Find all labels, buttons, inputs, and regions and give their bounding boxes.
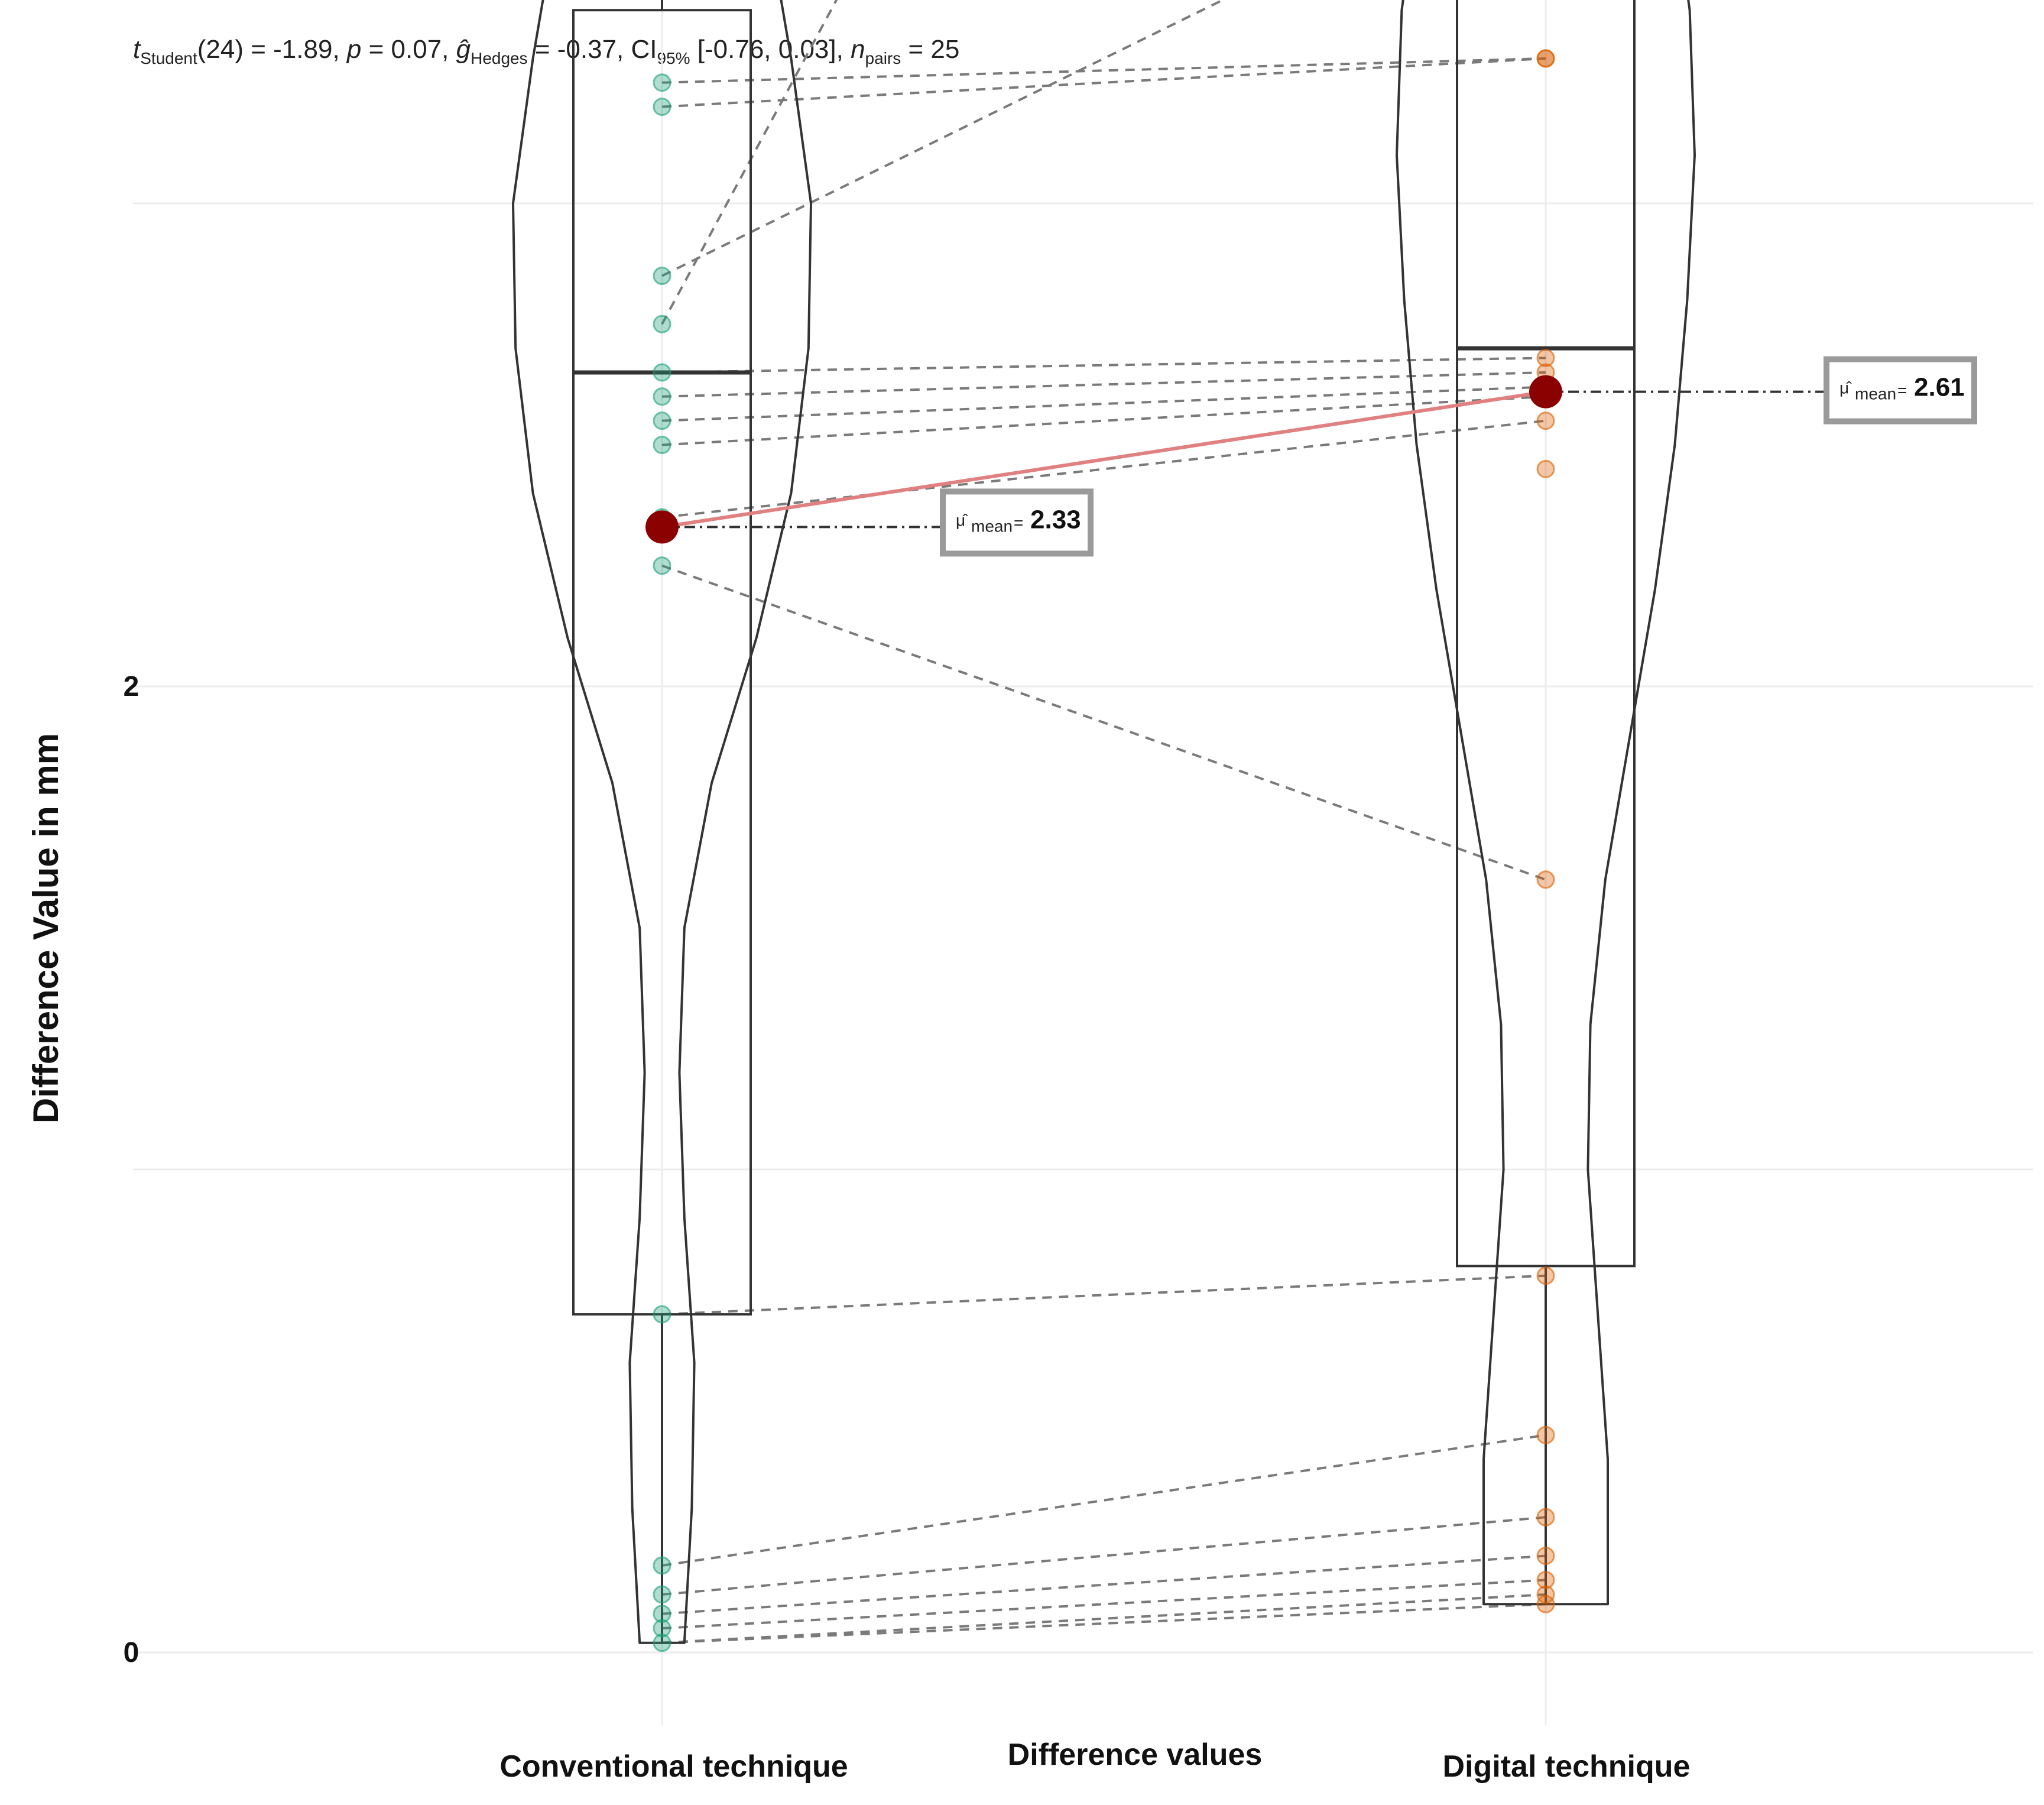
data-point [653, 363, 671, 382]
stat-t-rest: (24) = -1.89, [197, 35, 347, 64]
boxplots [572, 0, 1636, 1643]
data-point [1536, 1547, 1555, 1566]
paired-line [661, 1554, 1546, 1615]
paired-line [661, 1274, 1546, 1316]
mean-point [645, 510, 679, 544]
stat-t-label: t [133, 35, 141, 64]
data-point [653, 1556, 671, 1575]
data-point [1536, 459, 1555, 478]
data-point [1536, 1266, 1555, 1285]
data-point [1536, 870, 1555, 889]
data-point [653, 267, 671, 286]
stat-n-rest: = 25 [901, 35, 959, 64]
data-point [653, 98, 671, 116]
mean-label-equals: = [1897, 381, 1907, 400]
paired-line [661, 1516, 1546, 1596]
data-point [1536, 1425, 1555, 1444]
data-points [653, 49, 1555, 1652]
x-tick-label: Conventional technique [499, 1749, 848, 1784]
paired-lines [661, 0, 1546, 1644]
data-point [653, 1634, 671, 1652]
box [1456, 0, 1636, 1268]
mean-label-value: 2.33 [1030, 505, 1081, 534]
stat-g-rest: = -0.37, CI [528, 35, 657, 64]
violin-1 [1396, 0, 1696, 1606]
stat-g-sub: Hedges [471, 49, 528, 67]
stat-p-rest: = 0.07, [361, 35, 456, 64]
mean-connector-line [661, 390, 1546, 529]
y-axis-label: Difference Value in mm [26, 733, 66, 1123]
paired-line [661, 385, 1546, 422]
x-axis-ticks: Conventional technique Digital technique [499, 1749, 1690, 1784]
paired-line [661, 57, 1546, 84]
box [572, 9, 752, 1316]
mean-label-box [940, 488, 1094, 557]
data-point [1536, 49, 1555, 68]
mean-label-value: 2.61 [1914, 373, 1965, 402]
data-point [1536, 1508, 1555, 1527]
data-point [1536, 348, 1555, 367]
mean-label-subscript: mean [971, 517, 1013, 535]
violin-0 [512, 0, 812, 1644]
mean-point [1529, 375, 1562, 409]
paired-line [661, 1434, 1546, 1567]
data-point [653, 1605, 671, 1623]
mean-label-box [1824, 356, 1977, 424]
paired-line [661, 371, 1546, 398]
stat-g-label: ĝ [456, 35, 471, 64]
paired-line [661, 1603, 1546, 1644]
paired-line [661, 564, 1546, 881]
stat-title: tStudent(24) = -1.89, p = 0.07, ĝHedges … [133, 35, 959, 67]
paired-line [661, 1593, 1546, 1644]
data-point [1536, 1585, 1555, 1604]
data-point [1536, 411, 1555, 430]
stat-n-label: n [851, 35, 865, 64]
data-point [653, 1585, 671, 1604]
stat-t-sub: Student [140, 49, 197, 67]
y-axis-ticks: 0246 [124, 671, 139, 1668]
data-point [1536, 1570, 1555, 1589]
paired-line [661, 1579, 1546, 1630]
x-axis-label: Difference values [1008, 1738, 1263, 1772]
data-point [653, 411, 671, 430]
y-tick-label: 0 [124, 1637, 139, 1668]
x-tick-label: Digital technique [1443, 1749, 1691, 1784]
stat-n-sub: pairs [865, 49, 901, 67]
data-point [1536, 1595, 1555, 1613]
data-point [653, 73, 671, 92]
means: μ̂mean=2.33μ̂mean=2.61 [645, 356, 1977, 557]
data-point [653, 1305, 671, 1324]
paired-line [661, 57, 1546, 108]
violins [512, 0, 1696, 1644]
mean-label-subscript: mean [1855, 385, 1896, 403]
data-point [653, 436, 671, 454]
grid [133, 0, 2033, 1725]
mean-label-equals: = [1014, 513, 1023, 532]
data-point [653, 556, 671, 575]
data-point [653, 387, 671, 406]
mean-label-symbol: μ̂ [1839, 379, 1852, 397]
paired-line [661, 395, 1546, 446]
mean-label-symbol: μ̂ [956, 511, 968, 529]
data-point [653, 315, 671, 333]
stat-ci-rest: [-0.76, 0.03], [690, 35, 851, 64]
paired-line [661, 357, 1546, 374]
data-point [653, 1619, 671, 1638]
y-tick-label: 2 [124, 671, 139, 702]
stat-p-label: p [346, 35, 361, 64]
